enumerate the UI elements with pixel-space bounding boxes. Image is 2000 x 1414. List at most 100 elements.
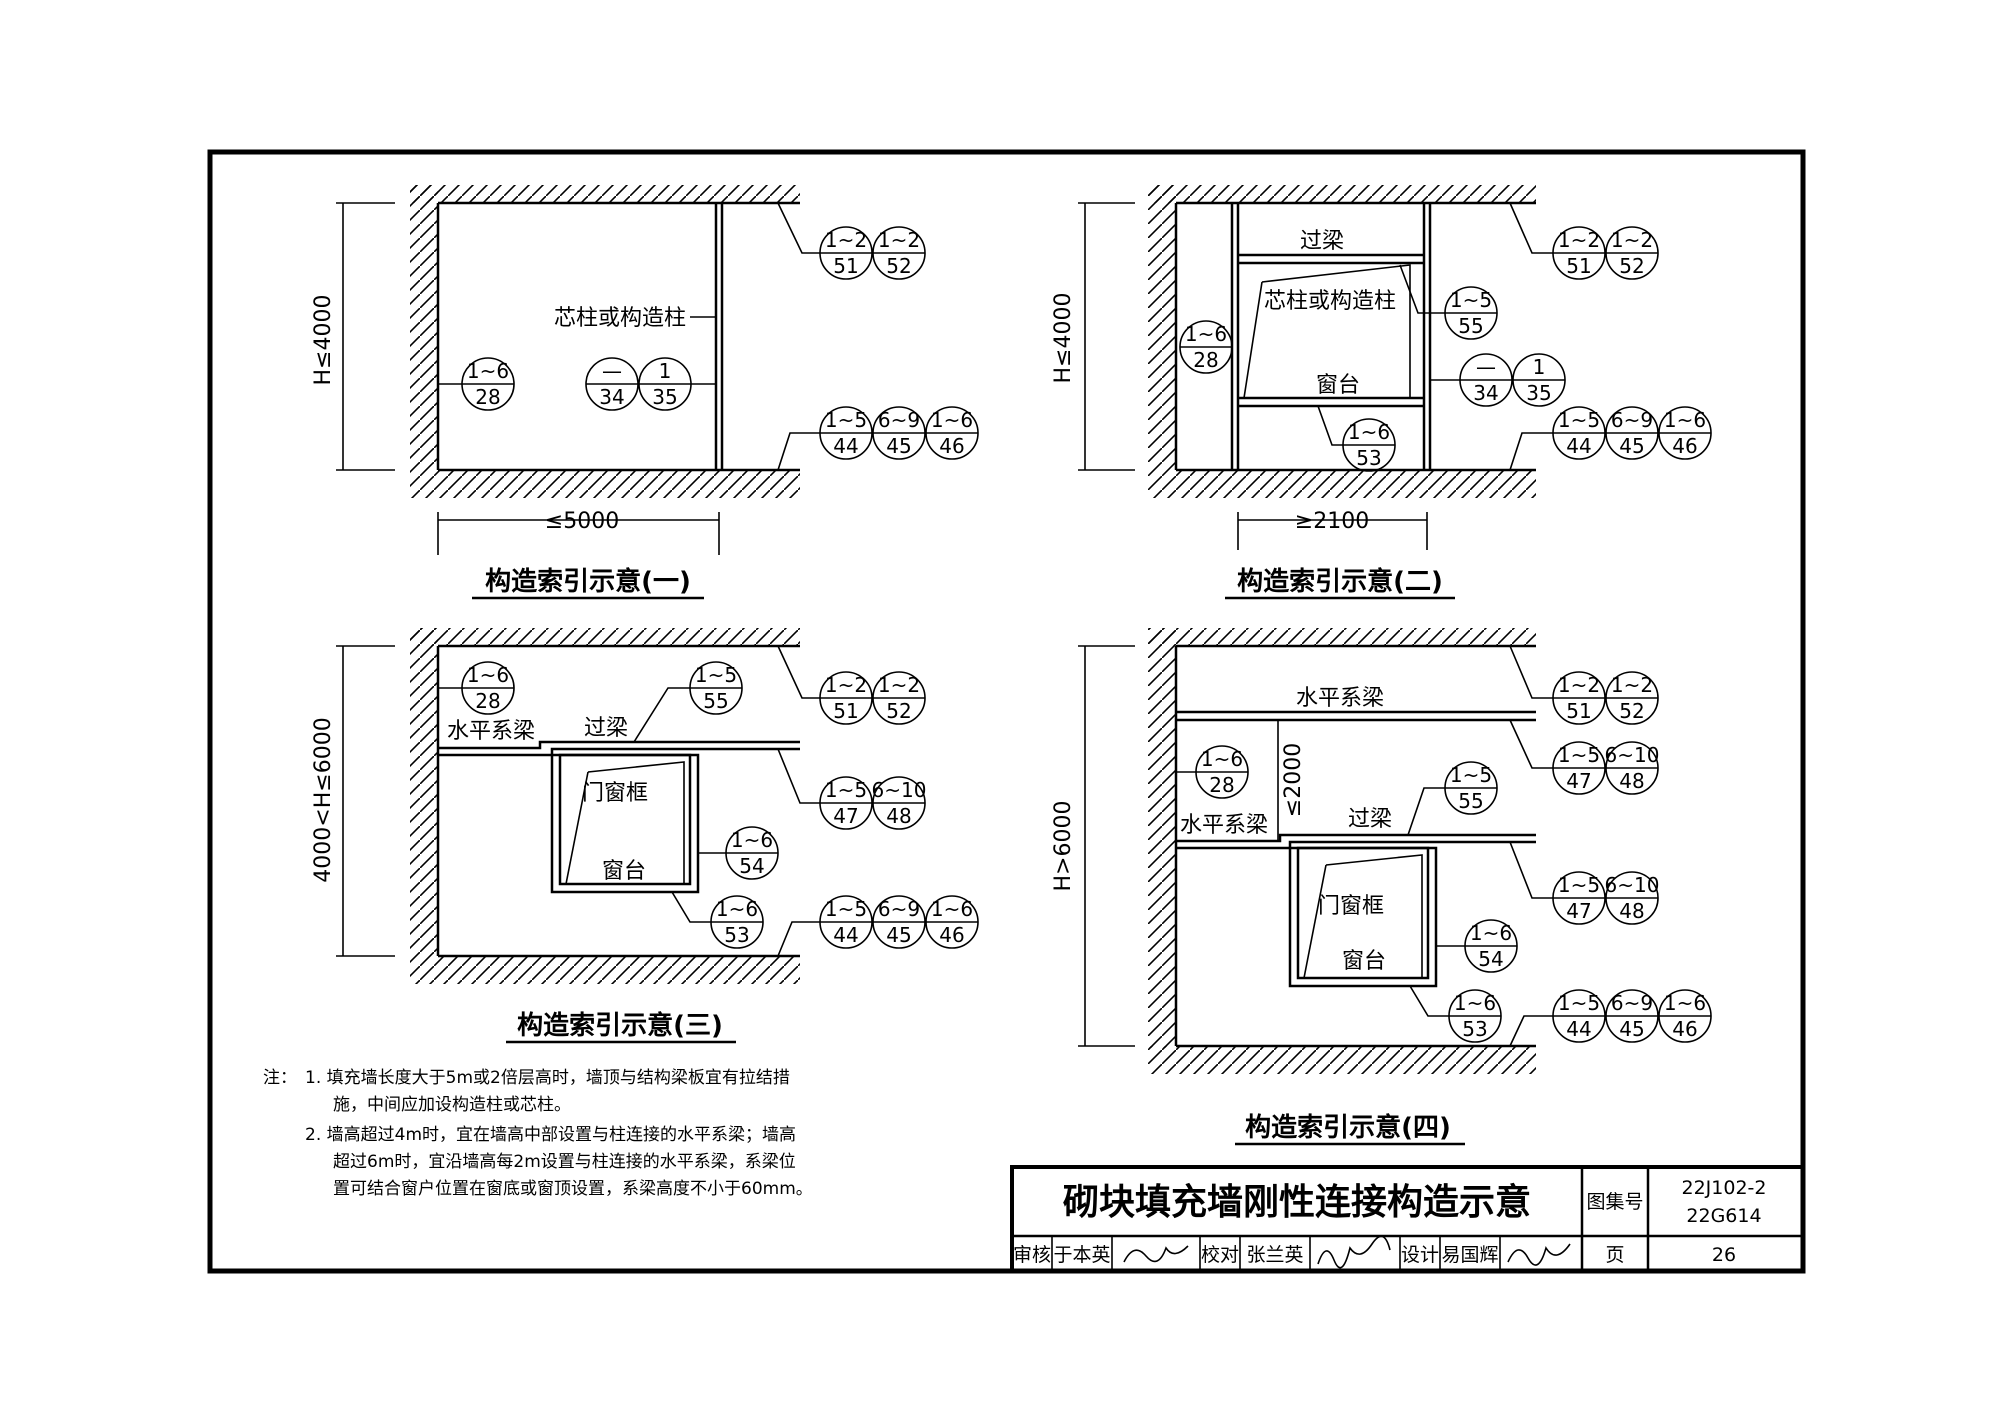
svg-text:—: —: [1476, 355, 1496, 379]
index-bubble: 1~6 28: [438, 357, 515, 411]
dim-width: ≤5000: [545, 509, 619, 534]
svg-text:窗台: 窗台: [1316, 373, 1360, 398]
svg-text:1~2: 1~2: [1611, 673, 1653, 697]
svg-text:6~9: 6~9: [878, 897, 920, 921]
title-block: 砌块填充墙刚性连接构造示意 图集号 22J102-2 22G614 页 26 审…: [1010, 1165, 1805, 1273]
svg-text:28: 28: [475, 689, 500, 713]
svg-text:1~6: 1~6: [1185, 322, 1227, 346]
svg-text:H≤4000: H≤4000: [1051, 293, 1076, 384]
svg-text:6~10: 6~10: [872, 778, 927, 802]
index-bubble: 1~2 52: [872, 671, 926, 725]
svg-text:≥2100: ≥2100: [1295, 509, 1369, 534]
index-bubble: 1~6 46: [1658, 406, 1712, 460]
svg-text:6~10: 6~10: [1605, 873, 1660, 897]
svg-text:22G614: 22G614: [1686, 1205, 1761, 1227]
svg-text:47: 47: [1566, 899, 1591, 923]
svg-text:44: 44: [833, 923, 858, 947]
svg-text:1~5: 1~5: [825, 897, 867, 921]
svg-text:35: 35: [1526, 381, 1551, 405]
page-number: 26: [1712, 1244, 1736, 1266]
svg-text:48: 48: [1619, 769, 1644, 793]
svg-text:1~5: 1~5: [1450, 763, 1492, 787]
svg-text:注：: 注：: [263, 1068, 297, 1088]
index-bubble: 1~6 46: [1658, 989, 1712, 1043]
svg-text:1~6: 1~6: [1664, 991, 1706, 1015]
figure-2: 过梁 芯柱或构造柱 窗台 H≤4000 ≥2100 1~2 51 1~2 52 …: [1051, 185, 1712, 600]
svg-text:1~6: 1~6: [1470, 921, 1512, 945]
figure-caption: 构造索引示意(三): [517, 1010, 723, 1041]
dim-height: H≤4000: [311, 295, 336, 386]
index-bubble: 1~5 47: [1552, 871, 1606, 925]
svg-text:1~6: 1~6: [731, 828, 773, 852]
figure-caption: 构造索引示意(二): [1237, 566, 1443, 597]
index-bubble: 1~5 55: [1444, 761, 1498, 815]
svg-text:48: 48: [1619, 899, 1644, 923]
svg-text:55: 55: [703, 689, 728, 713]
index-bubble: 1~5 44: [1552, 406, 1606, 460]
svg-text:47: 47: [833, 804, 858, 828]
svg-text:53: 53: [1462, 1017, 1487, 1041]
svg-text:1~5: 1~5: [1558, 991, 1600, 1015]
svg-text:1~5: 1~5: [1450, 288, 1492, 312]
index-bubble: 1~6 28: [438, 661, 515, 715]
svg-text:46: 46: [1672, 434, 1697, 458]
svg-text:1~6: 1~6: [931, 897, 973, 921]
svg-text:46: 46: [939, 923, 964, 947]
svg-text:门窗框: 门窗框: [1318, 894, 1384, 919]
svg-text:图集号: 图集号: [1586, 1191, 1643, 1213]
index-bubble: 1~6 46: [925, 895, 979, 949]
index-bubble: 1~6 54: [1464, 919, 1518, 973]
svg-text:审核: 审核: [1013, 1244, 1051, 1266]
index-bubble: 1~6 28: [1179, 320, 1233, 374]
signature-reviewer: [1123, 1245, 1189, 1263]
svg-text:54: 54: [1478, 947, 1503, 971]
index-bubble: 1~2 51: [1552, 226, 1606, 280]
svg-text:51: 51: [1566, 699, 1591, 723]
label-core-column: 芯柱或构造柱: [554, 306, 686, 331]
figure-3: 水平系梁 过梁 门窗框 窗台 4000<H≤6000 1~6 28 1~5 55…: [311, 628, 979, 1044]
svg-text:52: 52: [886, 254, 911, 278]
index-bubble: 1~6 46: [925, 406, 979, 460]
floor-hatch: [410, 470, 800, 498]
svg-text:4000<H≤6000: 4000<H≤6000: [311, 717, 336, 882]
svg-text:52: 52: [1619, 699, 1644, 723]
svg-text:≤2000: ≤2000: [1281, 743, 1306, 817]
svg-text:1~2: 1~2: [878, 228, 920, 252]
svg-text:1~6: 1~6: [931, 408, 973, 432]
sheet-border: [207, 149, 1806, 1274]
index-bubble: 1~6 54: [725, 826, 779, 880]
index-bubble: 6~10 48: [1605, 871, 1660, 925]
svg-text:45: 45: [1619, 434, 1644, 458]
svg-text:窗台: 窗台: [602, 859, 646, 884]
svg-text:水平系梁: 水平系梁: [447, 719, 535, 744]
svg-text:45: 45: [886, 434, 911, 458]
figure-1: H≤4000 ≤5000 芯柱或构造柱 1~6 28 — 34 1 35: [311, 185, 979, 600]
svg-text:55: 55: [1458, 314, 1483, 338]
index-bubble: 1~5 44: [819, 895, 873, 949]
figure-caption: 构造索引示意(四): [1245, 1112, 1451, 1143]
index-bubble: 1~6 28: [1176, 745, 1249, 799]
svg-text:1~2: 1~2: [878, 673, 920, 697]
svg-text:44: 44: [833, 434, 858, 458]
drawing-title: 砌块填充墙刚性连接构造示意: [1063, 1182, 1531, 1223]
svg-text:44: 44: [1566, 434, 1591, 458]
svg-text:52: 52: [1619, 254, 1644, 278]
svg-text:6~9: 6~9: [1611, 991, 1653, 1015]
index-bubble: — 34: [585, 357, 639, 411]
svg-text:28: 28: [475, 385, 500, 409]
index-bubble: 6~9 45: [1605, 406, 1659, 460]
index-bubble: 1~5 47: [819, 776, 873, 830]
svg-text:51: 51: [833, 254, 858, 278]
svg-text:6~10: 6~10: [1605, 743, 1660, 767]
svg-text:于本英: 于本英: [1053, 1244, 1110, 1266]
svg-text:54: 54: [739, 854, 764, 878]
svg-text:水平系梁: 水平系梁: [1296, 686, 1384, 711]
index-bubble: 1~6 53: [1448, 989, 1502, 1043]
index-bubble: — 34: [1459, 353, 1513, 407]
index-bubble: 1~2 51: [819, 671, 873, 725]
svg-text:1~6: 1~6: [1348, 420, 1390, 444]
svg-text:1~2: 1~2: [825, 228, 867, 252]
notes: 注： 1. 填充墙长度大于5m或2倍层高时，墙顶与结构梁板宜有拉结措 施，中间应…: [263, 1068, 813, 1199]
svg-text:53: 53: [724, 923, 749, 947]
